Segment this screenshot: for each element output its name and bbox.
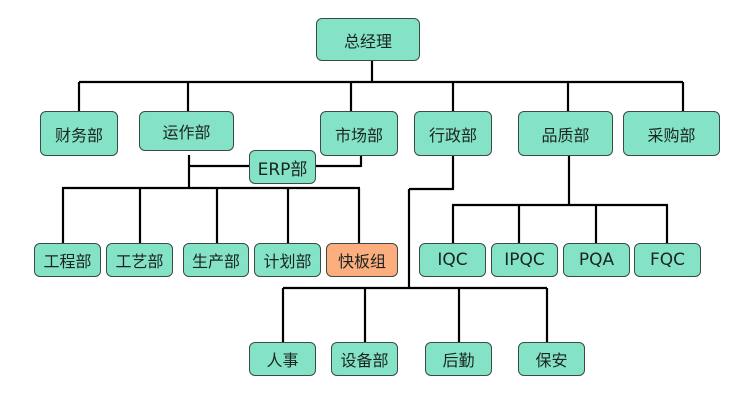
node-fqc[interactable]: FQC [634, 243, 701, 277]
node-marketing[interactable]: 市场部 [320, 111, 398, 156]
node-process[interactable]: 工艺部 [106, 243, 173, 277]
node-general-manager[interactable]: 总经理 [316, 18, 420, 61]
node-engineering[interactable]: 工程部 [34, 243, 101, 277]
node-quick-board[interactable]: 快板组 [326, 243, 398, 277]
node-erp[interactable]: ERP部 [249, 150, 316, 184]
node-finance[interactable]: 财务部 [40, 111, 118, 156]
node-logistics[interactable]: 后勤 [425, 342, 492, 376]
node-ipqc[interactable]: IPQC [491, 243, 558, 277]
node-operations[interactable]: 运作部 [139, 111, 234, 151]
node-equipment[interactable]: 设备部 [331, 342, 398, 376]
node-purchasing[interactable]: 采购部 [623, 111, 720, 156]
node-production[interactable]: 生产部 [183, 243, 249, 277]
node-pqa[interactable]: PQA [563, 243, 630, 277]
node-quality[interactable]: 品质部 [518, 111, 613, 156]
node-iqc[interactable]: IQC [419, 243, 486, 277]
node-planning[interactable]: 计划部 [254, 243, 321, 277]
node-security[interactable]: 保安 [518, 342, 585, 376]
node-hr[interactable]: 人事 [249, 342, 316, 376]
node-admin[interactable]: 行政部 [414, 111, 492, 156]
